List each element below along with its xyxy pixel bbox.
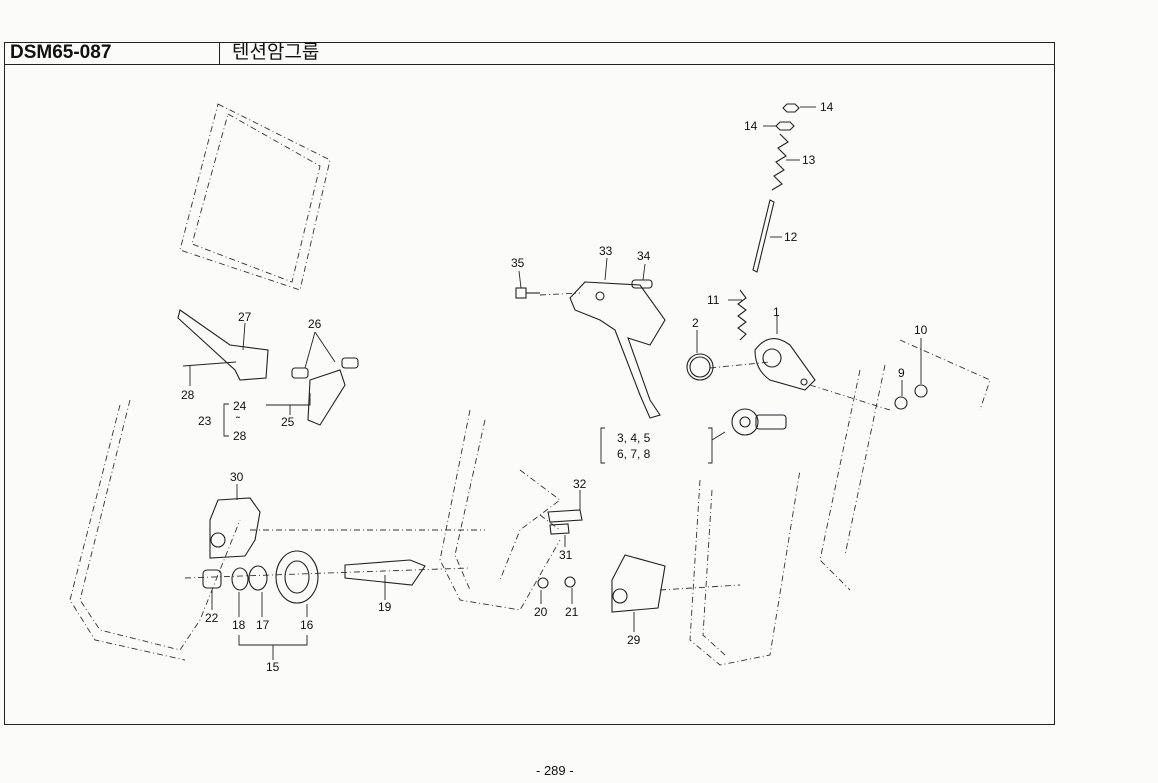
bracket-1 <box>754 338 816 391</box>
callout-24: 24 <box>233 399 247 413</box>
callout-18: 18 <box>232 618 246 632</box>
callout-19: 19 <box>378 600 392 614</box>
washers-9-10 <box>894 384 928 410</box>
callout-25: 25 <box>281 415 295 429</box>
callout-23: 23 <box>198 414 212 428</box>
callout-1: 1 <box>773 305 780 319</box>
callout-13: 13 <box>802 153 816 167</box>
washers-20-21 <box>537 576 576 589</box>
bracket-27 <box>177 309 269 381</box>
callout-29: 29 <box>627 633 641 647</box>
header-divider <box>4 64 1055 65</box>
spring-13 <box>771 133 789 191</box>
pin-34 <box>631 279 653 289</box>
callout-6-7-8: 6, 7, 8 <box>617 447 651 461</box>
bolt-35 <box>515 287 540 299</box>
callout-17: 17 <box>256 618 270 632</box>
callout-33: 33 <box>599 244 613 258</box>
frame-outlines <box>69 103 991 666</box>
callout-28: 28 <box>181 388 195 402</box>
alignment-lines <box>184 292 891 591</box>
chain-25-26 <box>291 357 359 426</box>
spring-11 <box>737 289 747 341</box>
page-number: - 289 - <box>536 763 574 778</box>
callout-35: 35 <box>511 256 525 270</box>
bolts-31-32 <box>547 509 583 535</box>
callout-2: 2 <box>692 316 699 330</box>
part-group-title: 텐션암그룹 <box>232 41 320 63</box>
callout-32: 32 <box>573 477 587 491</box>
nuts-14 <box>775 103 800 131</box>
callout-22: 22 <box>205 611 219 625</box>
idler-assembly <box>202 550 426 604</box>
callout-12: 12 <box>784 230 798 244</box>
callout-31: 31 <box>559 548 573 562</box>
callout-leaders <box>189 106 922 660</box>
callout-34: 34 <box>637 249 651 263</box>
callout-10: 10 <box>914 323 928 337</box>
callout-20: 20 <box>534 605 548 619</box>
rod-12 <box>752 199 775 273</box>
header-separator <box>219 42 220 64</box>
callout-28: 28 <box>233 429 247 443</box>
callout-30: 30 <box>230 470 244 484</box>
snap-ring-2 <box>686 353 714 381</box>
callout-27: 27 <box>238 310 252 324</box>
callout-15: 15 <box>266 660 280 674</box>
callout-26: 26 <box>308 317 322 331</box>
tension-arm <box>569 281 666 419</box>
block-29 <box>611 554 666 613</box>
callout-9: 9 <box>898 366 905 380</box>
callout-21: 21 <box>565 605 579 619</box>
callout-labels: 14 14 13 12 11 1 2 10 9 3, 4, 5 6, 7, 8 … <box>181 100 928 674</box>
sprocket-assembly <box>731 408 787 436</box>
callout-14: 14 <box>744 119 758 133</box>
callout-3-4-5: 3, 4, 5 <box>617 431 651 445</box>
callout-11: 11 <box>707 293 720 307</box>
callout-14: 14 <box>820 100 834 114</box>
block-30 <box>209 497 261 559</box>
callout-16: 16 <box>300 618 314 632</box>
diagram-frame <box>4 42 1055 725</box>
part-group-code: DSM65-087 <box>10 42 112 63</box>
callout-range-mark: ˜ <box>235 414 241 428</box>
